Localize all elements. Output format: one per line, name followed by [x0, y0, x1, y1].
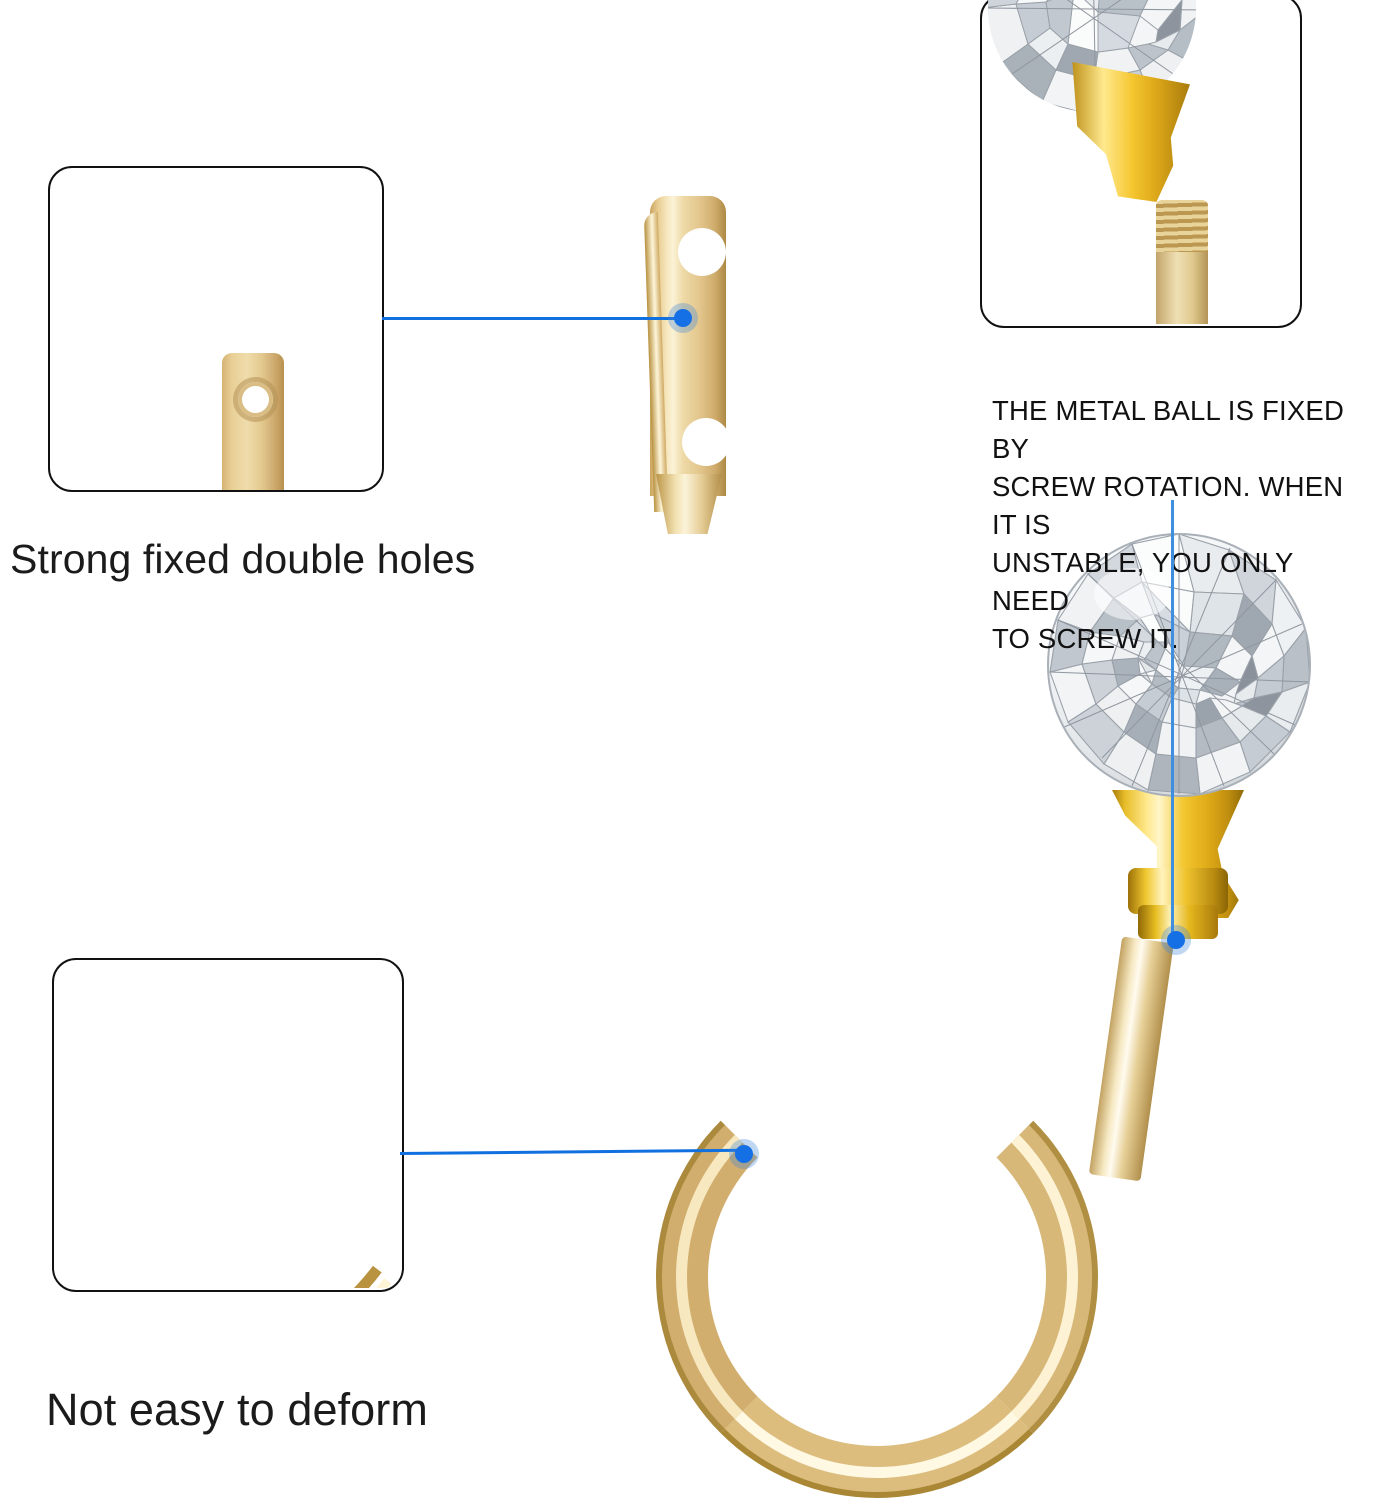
screw-note-line-4: TO SCREW IT. — [992, 623, 1179, 654]
screw-hole-lower — [672, 408, 740, 476]
callout-bend — [52, 958, 404, 1292]
detail-bell-base — [1072, 62, 1190, 202]
crystal-ball — [1047, 533, 1311, 797]
detail-plate — [222, 353, 284, 490]
pointer-line-ball — [1171, 500, 1174, 942]
screw-hole-upper — [668, 218, 736, 286]
hook-shaft — [662, 520, 720, 1160]
screw-note-line-1: THE METAL BALL IS FIXED BY — [992, 395, 1345, 464]
callout-double-holes — [48, 166, 384, 492]
screw-note-line-3: UNSTABLE, YOU ONLY NEED — [992, 547, 1294, 616]
detail-screw-thread — [1156, 200, 1208, 252]
screw-note-line-2: SCREW ROTATION. WHEN IT IS — [992, 471, 1344, 540]
caption-double-holes: Strong fixed double holes — [10, 536, 476, 582]
detail-screw-hole-upper — [238, 382, 273, 417]
detail-curve-art — [52, 958, 400, 1288]
pointer-dot-double-holes — [674, 309, 692, 327]
pointer-line-double-holes — [382, 317, 682, 320]
screw-note: THE METAL BALL IS FIXED BY SCREW ROTATIO… — [992, 392, 1364, 658]
detail-screw-art — [980, 0, 1298, 324]
pointer-dot-ball — [1167, 931, 1185, 949]
caption-not-easy-to-deform: Not easy to deform — [46, 1384, 428, 1435]
pointer-dot-bend — [735, 1145, 753, 1163]
